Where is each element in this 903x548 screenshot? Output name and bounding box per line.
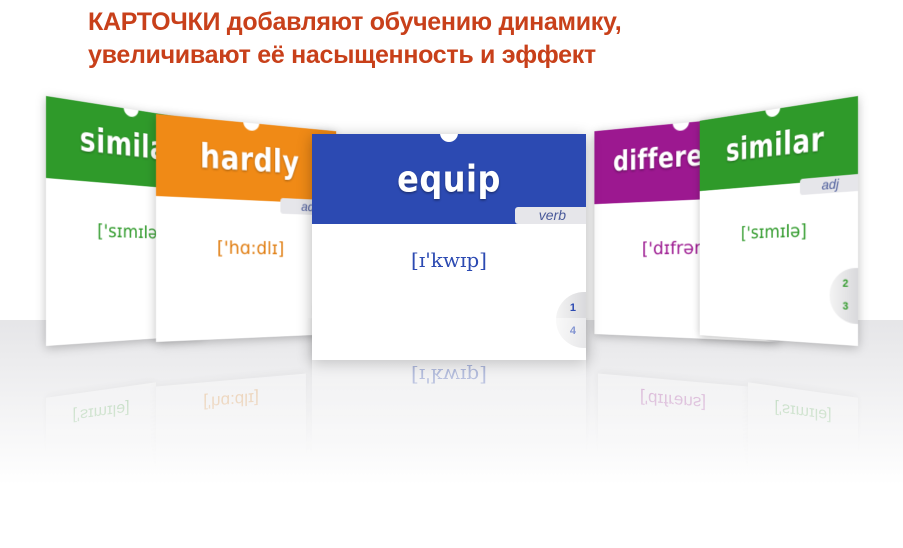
card-pronunciation: ['hɑ:dlɪ] xyxy=(216,237,285,259)
card-page-number: 2 xyxy=(842,277,849,290)
headline-line-2: увеличивают её насыщенность и эффект xyxy=(88,41,596,69)
card-word: equip xyxy=(397,157,501,201)
reflection-pronunciation: ['sɪmɪlə] xyxy=(774,398,832,425)
headline-line-1: КАРТОЧКИ добавляют обучению динамику, xyxy=(88,8,622,36)
card-page-number: 1 xyxy=(569,302,576,314)
card-page-indicator[interactable]: 2 3 xyxy=(829,268,858,324)
card-part-of-speech: verb xyxy=(514,207,586,224)
reflection-pronunciation: ['hɑ:dlɪ] xyxy=(203,388,259,413)
card-pronunciation: ['sɪmɪlə] xyxy=(740,220,807,244)
card-pronunciation: [ɪ'kwɪp] xyxy=(411,248,487,272)
headline: КАРТОЧКИ добавляют обучению динамику, ув… xyxy=(88,6,788,72)
card-page-number: 3 xyxy=(842,300,849,313)
card-hardly[interactable]: hardly adv ['hɑ:dlɪ] xyxy=(156,114,337,342)
card-reflections: ['sɪmɪlə] ['hɑ:dlɪ] [ɪ'kwɪp] equip ['dɪf… xyxy=(0,318,903,548)
card-similar-right[interactable]: similar adj ['sɪmɪlə] 2 3 xyxy=(699,96,858,346)
reflection-pronunciation: ['dɪfrəns] xyxy=(640,388,706,413)
reflection-pronunciation: ['sɪmɪlə] xyxy=(72,398,130,425)
reflection-word: equip xyxy=(409,505,489,538)
reflection-pronunciation: [ɪ'kwɪp] xyxy=(411,364,487,388)
